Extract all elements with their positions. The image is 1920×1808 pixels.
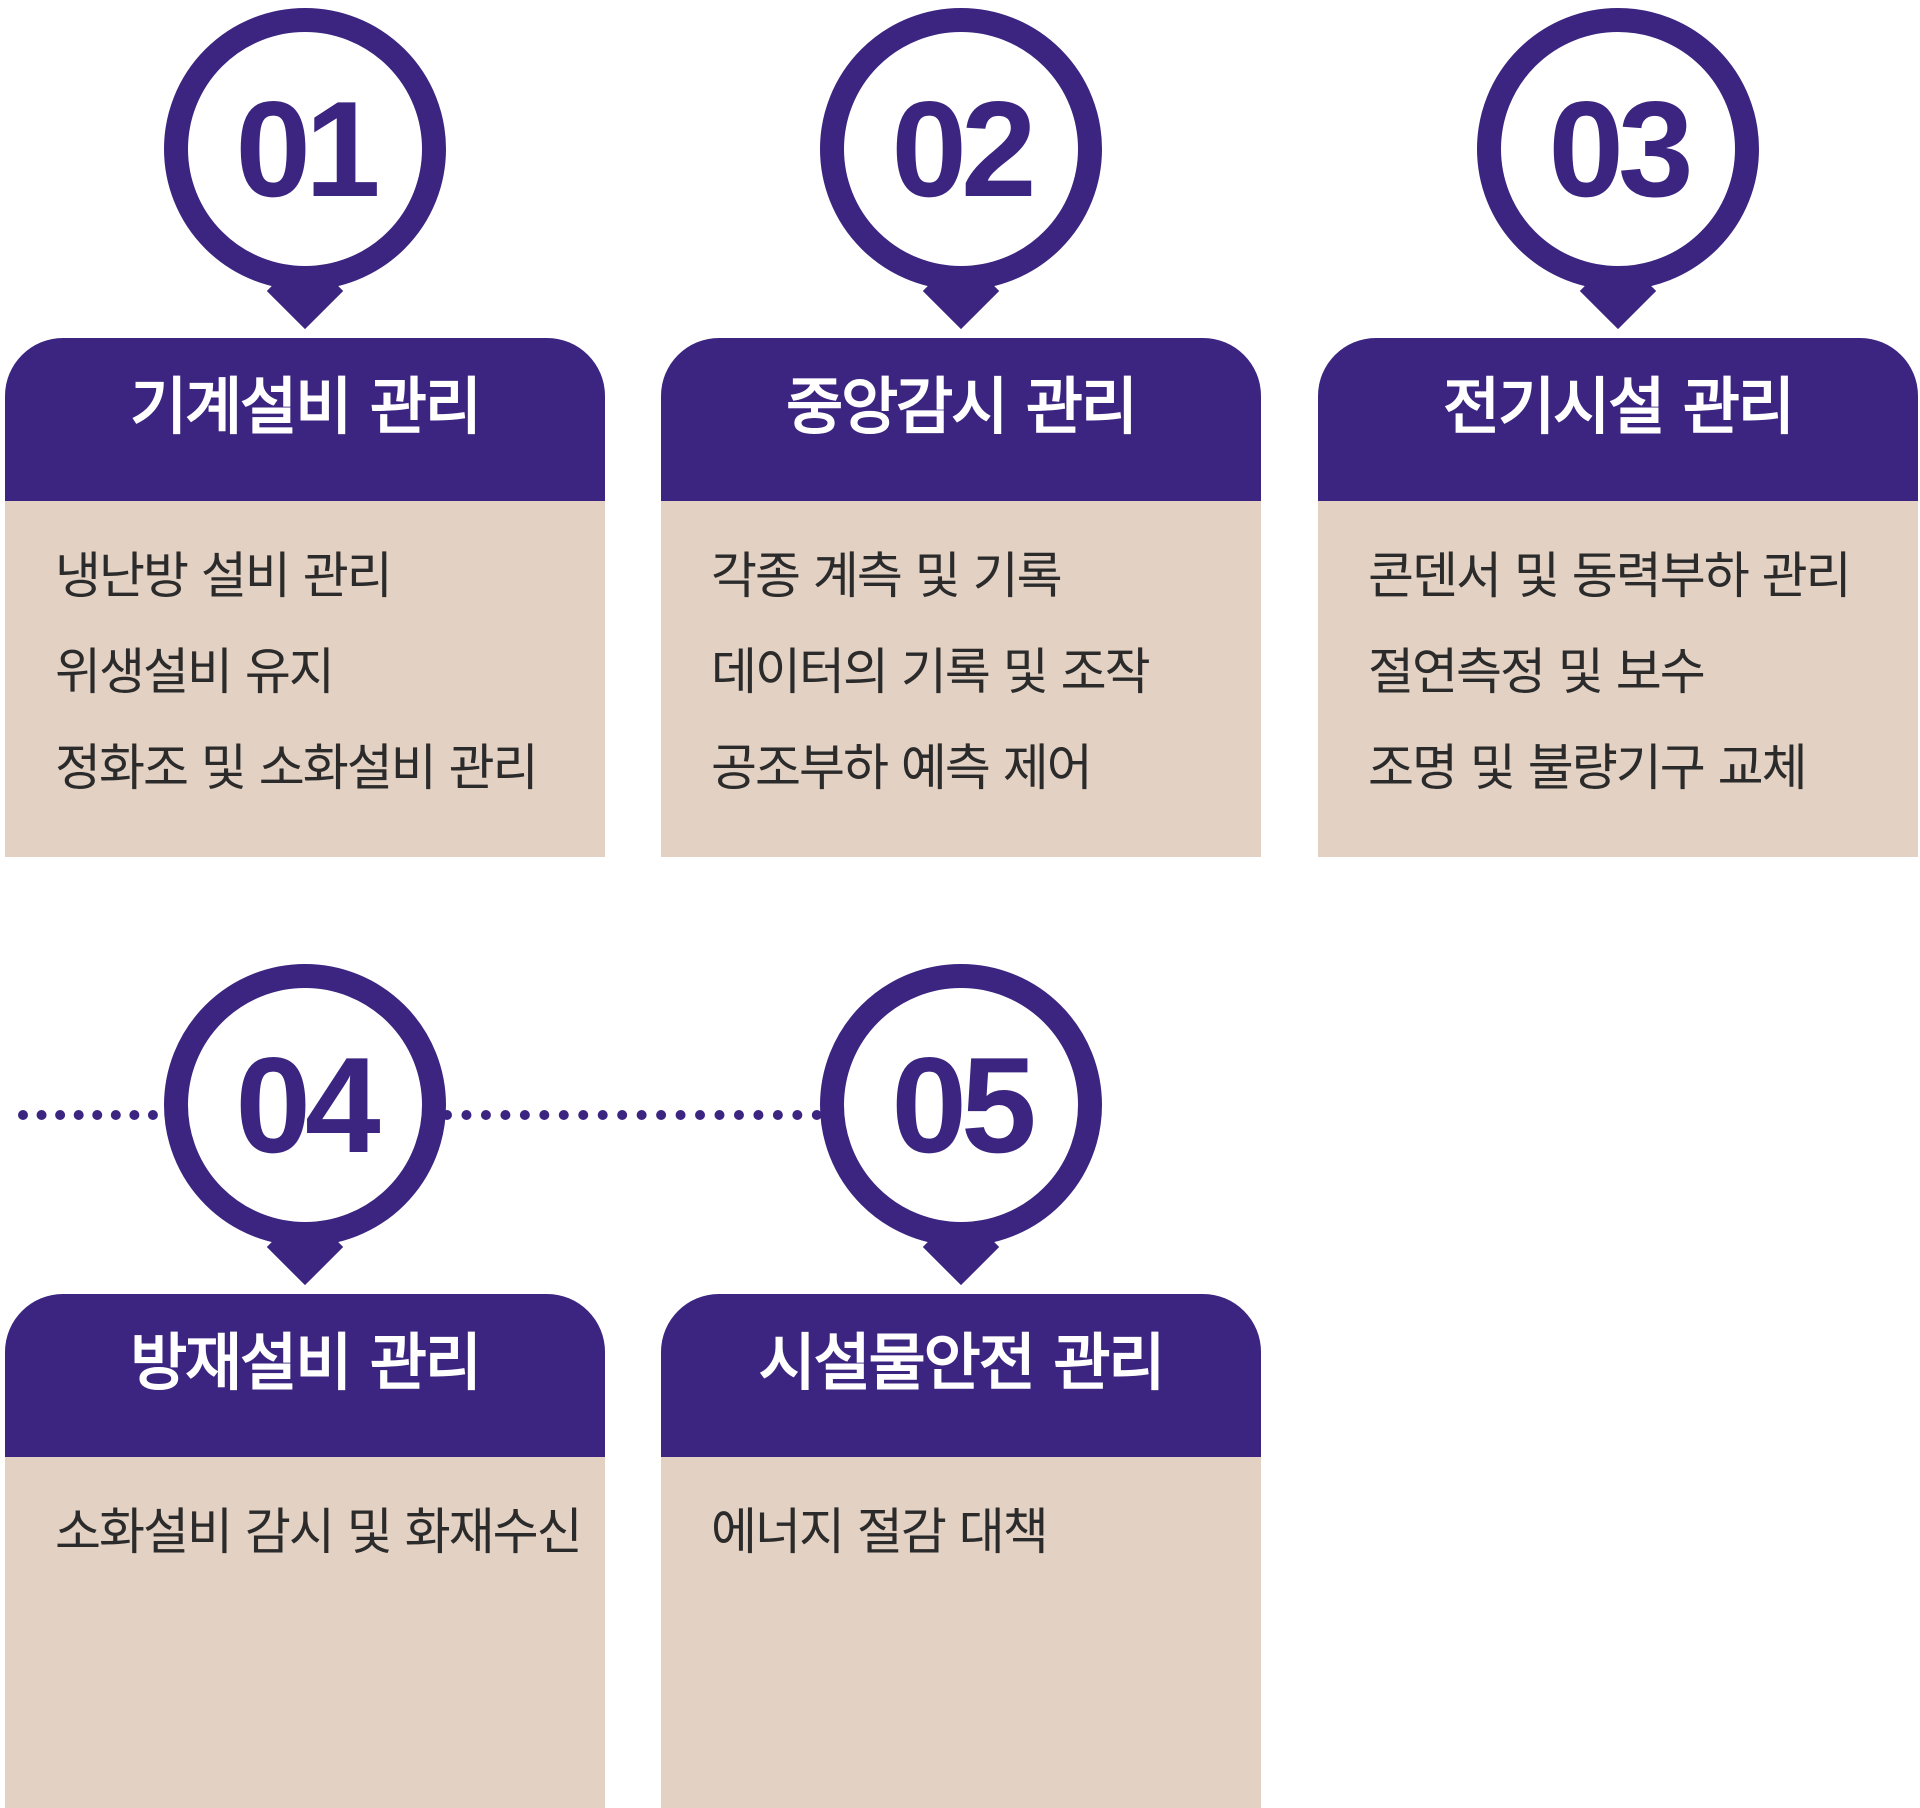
dotted-connector-middle — [442, 1110, 822, 1120]
list-item: 소화설비 감시 및 화재수신 — [55, 1503, 583, 1561]
list-item: 냉난방 설비 관리 — [55, 547, 393, 605]
card-body: 소화설비 감시 및 화재수신 — [5, 1457, 605, 1808]
card-mechanical: 01 기계설비 관리 냉난방 설비 관리 위생설비 유지 정화조 및 소화설비 … — [5, 8, 605, 857]
card-central-monitoring: 02 중앙감시 관리 각종 계측 및 기록 데이터의 기록 및 조작 공조부하 … — [661, 8, 1261, 857]
list-item: 콘덴서 및 동력부하 관리 — [1368, 547, 1852, 605]
list-item: 공조부하 예측 제어 — [711, 739, 1093, 797]
step-number: 03 — [1548, 73, 1693, 225]
card-title: 기계설비 관리 — [5, 338, 605, 501]
card-title: 중앙감시 관리 — [661, 338, 1261, 501]
list-item: 정화조 및 소화설비 관리 — [55, 739, 539, 797]
card-facility-safety: 05 시설물안전 관리 에너지 절감 대책 — [661, 964, 1261, 1808]
step-number: 05 — [891, 1029, 1036, 1181]
number-pin: 03 — [1477, 8, 1759, 330]
card-body: 콘덴서 및 동력부하 관리 절연측정 및 보수 조명 및 불량기구 교체 — [1318, 501, 1918, 857]
step-number: 02 — [891, 73, 1036, 225]
number-circle: 04 — [164, 964, 446, 1246]
dotted-connector-left — [18, 1110, 158, 1120]
step-number: 04 — [235, 1029, 380, 1181]
list-item: 각종 계측 및 기록 — [711, 547, 1063, 605]
card-title: 시설물안전 관리 — [661, 1294, 1261, 1457]
list-item: 절연측정 및 보수 — [1368, 643, 1706, 701]
list-item: 에너지 절감 대책 — [711, 1503, 1049, 1561]
number-pin: 02 — [820, 8, 1102, 330]
card-body: 에너지 절감 대책 — [661, 1457, 1261, 1808]
number-pin: 05 — [820, 964, 1102, 1286]
card-body: 각종 계측 및 기록 데이터의 기록 및 조작 공조부하 예측 제어 — [661, 501, 1261, 857]
card-electrical: 03 전기시설 관리 콘덴서 및 동력부하 관리 절연측정 및 보수 조명 및 … — [1318, 8, 1918, 857]
number-circle: 01 — [164, 8, 446, 290]
list-item: 데이터의 기록 및 조작 — [711, 643, 1151, 701]
list-item: 조명 및 불량기구 교체 — [1368, 739, 1808, 797]
card-title: 전기시설 관리 — [1318, 338, 1918, 501]
list-item: 위생설비 유지 — [55, 643, 335, 701]
card-body: 냉난방 설비 관리 위생설비 유지 정화조 및 소화설비 관리 — [5, 501, 605, 857]
step-number: 01 — [235, 73, 380, 225]
number-circle: 05 — [820, 964, 1102, 1246]
number-pin: 01 — [164, 8, 446, 330]
number-pin: 04 — [164, 964, 446, 1286]
card-title: 방재설비 관리 — [5, 1294, 605, 1457]
number-circle: 03 — [1477, 8, 1759, 290]
number-circle: 02 — [820, 8, 1102, 290]
card-fire-protection: 04 방재설비 관리 소화설비 감시 및 화재수신 — [5, 964, 605, 1808]
